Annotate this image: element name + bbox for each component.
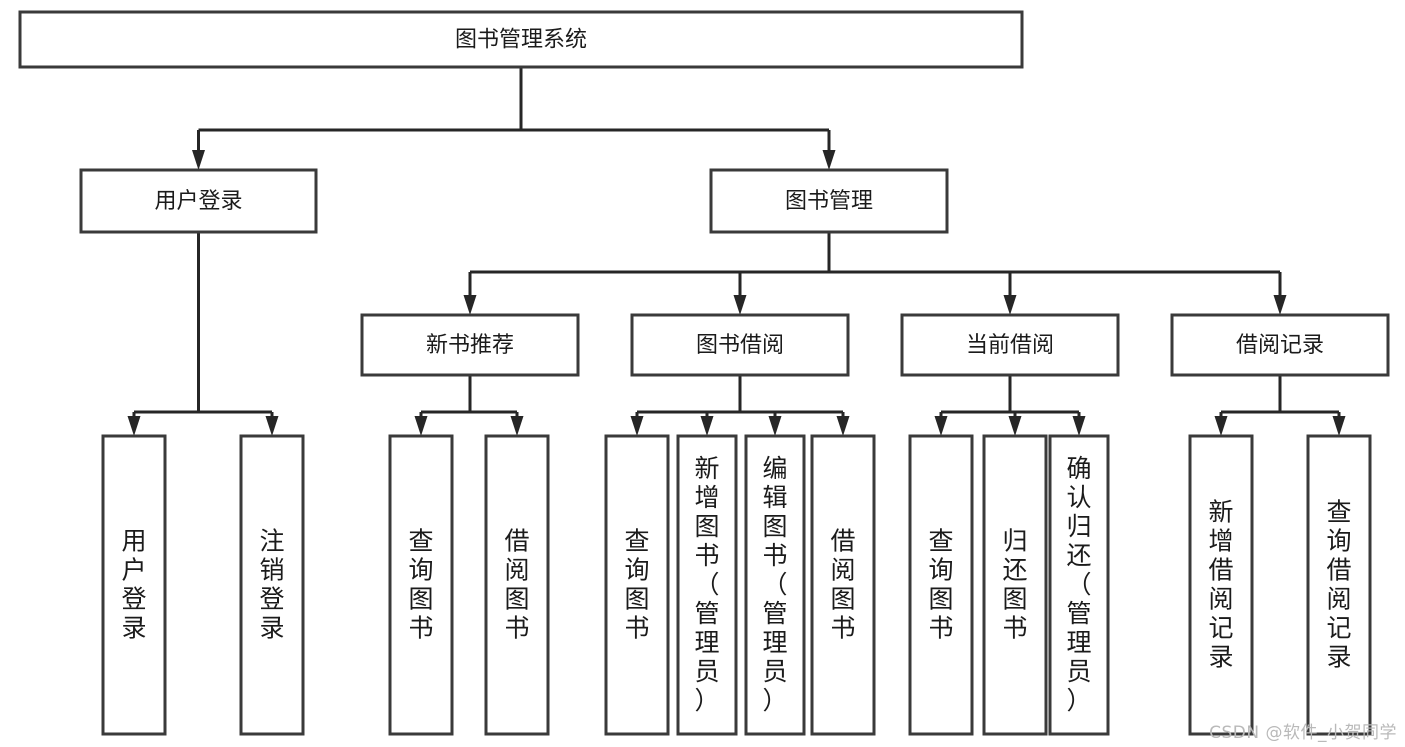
node-leaf-add-book-label: 新增图书（管理员） bbox=[694, 454, 719, 715]
node-leaf-borrow-book-1-label: 借阅图书 bbox=[504, 527, 529, 643]
node-leaf-user-login-box bbox=[101, 434, 167, 736]
connector-layer bbox=[127, 67, 1346, 436]
node-user-login[interactable]: 用户登录 bbox=[79, 168, 318, 234]
root-to-level2-arrow-1 bbox=[822, 150, 836, 170]
node-leaf-user-login[interactable]: 用户登录 bbox=[101, 434, 167, 736]
node-leaf-borrow-book-1[interactable]: 借阅图书 bbox=[484, 434, 550, 736]
leaf-group-borrow-record-arrow-1 bbox=[1332, 416, 1346, 436]
node-leaf-query-book-3[interactable]: 查询图书 bbox=[908, 434, 974, 736]
node-leaf-query-book-2[interactable]: 查询图书 bbox=[604, 434, 670, 736]
leaf-group-borrow-record-arrow-0 bbox=[1214, 416, 1228, 436]
node-leaf-borrow-book-2[interactable]: 借阅图书 bbox=[810, 434, 876, 736]
book-manage-to-level3-arrow-3 bbox=[1273, 295, 1287, 315]
node-leaf-edit-book-label: 编辑图书（管理员） bbox=[762, 454, 787, 715]
node-leaf-add-record[interactable]: 新增借阅记录 bbox=[1188, 434, 1254, 736]
node-leaf-return-book[interactable]: 归还图书 bbox=[982, 434, 1048, 736]
node-leaf-add-book-box bbox=[676, 434, 738, 736]
node-book-borrow[interactable]: 图书借阅 bbox=[630, 313, 850, 377]
node-leaf-query-record-label: 查询借阅记录 bbox=[1326, 498, 1351, 672]
node-leaf-query-book-2-label: 查询图书 bbox=[624, 527, 649, 643]
node-leaf-logout-label: 注销登录 bbox=[259, 527, 284, 643]
node-leaf-add-book[interactable]: 新增图书（管理员） bbox=[676, 434, 738, 736]
leaf-group-book-borrow-arrow-3 bbox=[836, 416, 850, 436]
book-manage-to-level3-arrow-1 bbox=[733, 295, 747, 315]
node-leaf-add-record-box bbox=[1188, 434, 1254, 736]
node-borrow-record-label: 借阅记录 bbox=[1236, 333, 1324, 358]
leaf-group-current-borrow-arrow-0 bbox=[934, 416, 948, 436]
leaf-group-current-borrow-arrow-2 bbox=[1072, 416, 1086, 436]
node-leaf-borrow-book-2-box bbox=[810, 434, 876, 736]
node-book-manage[interactable]: 图书管理 bbox=[709, 168, 949, 234]
leaf-group-user-login-arrow-0 bbox=[127, 416, 141, 436]
node-leaf-query-book-1-label: 查询图书 bbox=[408, 527, 433, 643]
node-leaf-logout[interactable]: 注销登录 bbox=[239, 434, 305, 736]
node-leaf-query-book-2-box bbox=[604, 434, 670, 736]
node-leaf-confirm-return[interactable]: 确认归还（管理员） bbox=[1048, 434, 1110, 736]
leaf-group-book-borrow-arrow-2 bbox=[768, 416, 782, 436]
node-borrow-record[interactable]: 借阅记录 bbox=[1170, 313, 1390, 377]
node-book-manage-label: 图书管理 bbox=[785, 189, 873, 214]
node-root-label: 图书管理系统 bbox=[455, 28, 587, 53]
node-borrow-record-box bbox=[1170, 313, 1390, 377]
node-leaf-confirm-return-box bbox=[1048, 434, 1110, 736]
node-book-borrow-label: 图书借阅 bbox=[696, 333, 784, 358]
node-leaf-query-book-3-box bbox=[908, 434, 974, 736]
node-user-login-box bbox=[79, 168, 318, 234]
leaf-group-new-book-recommend-arrow-0 bbox=[414, 416, 428, 436]
leaf-group-book-borrow-arrow-1 bbox=[700, 416, 714, 436]
node-new-book-recommend-label: 新书推荐 bbox=[426, 333, 514, 358]
node-current-borrow-box bbox=[900, 313, 1120, 377]
leaf-group-current-borrow-arrow-1 bbox=[1008, 416, 1022, 436]
node-leaf-borrow-book-1-box bbox=[484, 434, 550, 736]
leaf-group-user-login-arrow-1 bbox=[265, 416, 279, 436]
node-leaf-user-login-label: 用户登录 bbox=[121, 527, 146, 643]
node-user-login-label: 用户登录 bbox=[154, 189, 242, 214]
node-leaf-query-record-box bbox=[1306, 434, 1372, 736]
book-manage-to-level3-arrow-2 bbox=[1003, 295, 1017, 315]
leaf-group-new-book-recommend-arrow-1 bbox=[510, 416, 524, 436]
node-leaf-edit-book-box bbox=[744, 434, 806, 736]
node-leaf-logout-box bbox=[239, 434, 305, 736]
node-leaf-query-book-1-box bbox=[388, 434, 454, 736]
leaf-group-book-borrow-arrow-0 bbox=[630, 416, 644, 436]
node-leaf-query-book-1[interactable]: 查询图书 bbox=[388, 434, 454, 736]
node-new-book-recommend[interactable]: 新书推荐 bbox=[360, 313, 580, 377]
node-current-borrow-label: 当前借阅 bbox=[966, 333, 1054, 358]
node-leaf-return-book-label: 归还图书 bbox=[1002, 527, 1027, 643]
node-leaf-add-record-label: 新增借阅记录 bbox=[1208, 498, 1233, 672]
node-leaf-return-book-box bbox=[982, 434, 1048, 736]
node-layer: 图书管理系统用户登录图书管理新书推荐图书借阅当前借阅借阅记录用户登录注销登录查询… bbox=[18, 10, 1390, 736]
node-book-manage-box bbox=[709, 168, 949, 234]
node-root[interactable]: 图书管理系统 bbox=[18, 10, 1024, 69]
node-book-borrow-box bbox=[630, 313, 850, 377]
book-manage-to-level3-arrow-0 bbox=[463, 295, 477, 315]
node-leaf-query-book-3-label: 查询图书 bbox=[928, 527, 953, 643]
node-leaf-borrow-book-2-label: 借阅图书 bbox=[830, 527, 855, 643]
node-root-box bbox=[18, 10, 1024, 69]
node-current-borrow[interactable]: 当前借阅 bbox=[900, 313, 1120, 377]
node-leaf-edit-book[interactable]: 编辑图书（管理员） bbox=[744, 434, 806, 736]
node-leaf-confirm-return-label: 确认归还（管理员） bbox=[1066, 454, 1091, 715]
node-leaf-query-record[interactable]: 查询借阅记录 bbox=[1306, 434, 1372, 736]
node-new-book-recommend-box bbox=[360, 313, 580, 377]
root-to-level2-arrow-0 bbox=[192, 150, 205, 170]
